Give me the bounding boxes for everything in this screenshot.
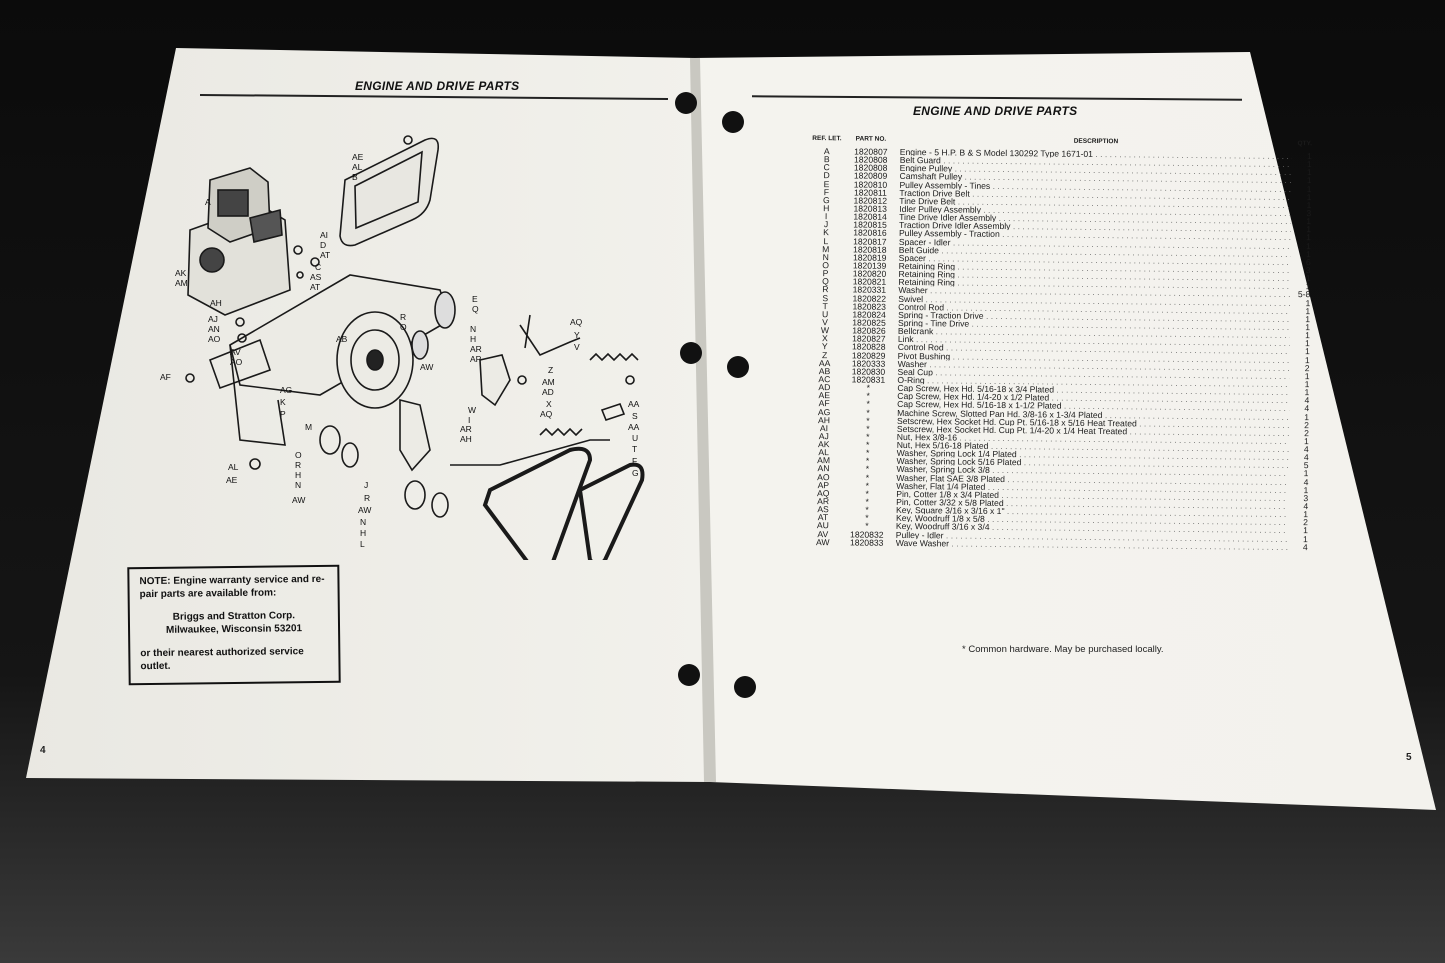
svg-text:S: S <box>632 411 638 421</box>
svg-text:U: U <box>632 433 638 443</box>
svg-text:N: N <box>470 324 476 334</box>
svg-text:F: F <box>632 456 637 466</box>
svg-text:O: O <box>400 322 407 332</box>
svg-text:AW: AW <box>358 505 371 515</box>
svg-text:AB: AB <box>336 334 348 344</box>
svg-text:Y: Y <box>574 330 580 340</box>
svg-text:AM: AM <box>175 278 188 288</box>
svg-text:AG: AG <box>280 385 292 395</box>
svg-text:AV: AV <box>230 347 241 357</box>
right-page-number: 5 <box>1406 752 1412 763</box>
svg-text:R: R <box>295 460 301 470</box>
svg-text:AM: AM <box>542 377 555 387</box>
svg-text:K: K <box>280 397 286 407</box>
svg-text:R: R <box>400 312 406 322</box>
svg-text:P: P <box>280 409 286 419</box>
svg-text:AJ: AJ <box>208 314 218 324</box>
svg-text:AE: AE <box>352 152 364 162</box>
right-page-title: ENGINE AND DRIVE PARTS <box>913 104 1078 118</box>
svg-text:AT: AT <box>310 282 320 292</box>
svg-text:AE: AE <box>226 475 238 485</box>
svg-text:AK: AK <box>175 268 187 278</box>
footnote: * Common hardware. May be purchased loca… <box>962 644 1164 655</box>
col-qty-header: QTY. <box>1297 140 1312 148</box>
svg-text:H: H <box>360 528 366 538</box>
svg-text:AQ: AQ <box>540 409 553 419</box>
svg-text:AH: AH <box>460 434 472 444</box>
binder-hole <box>678 664 700 686</box>
svg-text:AL: AL <box>228 462 239 472</box>
warranty-note: NOTE: Engine warranty service and re- pa… <box>127 564 341 686</box>
left-page-title: ENGINE AND DRIVE PARTS <box>355 79 520 93</box>
note-line-2: pair parts are available from: <box>139 587 277 601</box>
svg-text:AA: AA <box>628 399 640 409</box>
svg-text:AR: AR <box>460 424 472 434</box>
cell-qty: 4 <box>1302 541 1308 552</box>
svg-text:T: T <box>632 444 637 454</box>
binder-hole <box>675 92 697 114</box>
svg-text:AO: AO <box>208 334 221 344</box>
binder-hole <box>680 342 702 364</box>
note-line-3: or their nearest authorized service <box>140 646 304 660</box>
svg-text:Z: Z <box>548 365 553 375</box>
left-page-number: 4 <box>40 745 46 756</box>
svg-text:W: W <box>468 405 476 415</box>
svg-text:H: H <box>295 470 301 480</box>
svg-text:C: C <box>315 262 321 272</box>
svg-text:G: G <box>632 468 639 478</box>
col-part-header: PART NO. <box>855 135 887 143</box>
svg-text:AW: AW <box>292 495 305 505</box>
svg-text:N: N <box>295 480 301 490</box>
svg-text:H: H <box>470 334 476 344</box>
svg-text:O: O <box>295 450 302 460</box>
svg-text:AI: AI <box>320 230 328 240</box>
svg-text:I: I <box>468 415 470 425</box>
svg-text:X: X <box>546 399 552 409</box>
svg-text:E: E <box>472 294 478 304</box>
svg-text:M: M <box>305 422 312 432</box>
svg-text:Q: Q <box>472 304 479 314</box>
note-address: Milwaukee, Wisconsin 53201 <box>165 623 303 636</box>
svg-text:AL: AL <box>352 162 363 172</box>
svg-text:R: R <box>364 493 370 503</box>
binder-hole <box>734 676 756 698</box>
svg-text:J: J <box>364 480 368 490</box>
note-line-4: outlet. <box>140 660 171 673</box>
svg-text:AR: AR <box>470 344 482 354</box>
svg-text:AO: AO <box>230 357 243 367</box>
svg-text:AP: AP <box>470 354 482 364</box>
svg-text:AQ: AQ <box>570 317 583 327</box>
cell-ref: AW <box>815 536 830 547</box>
svg-text:V: V <box>574 342 580 352</box>
svg-text:AF: AF <box>160 372 171 382</box>
binder-hole <box>722 111 744 133</box>
svg-text:D: D <box>320 240 326 250</box>
svg-text:AS: AS <box>310 272 322 282</box>
note-line-1: NOTE: Engine warranty service and re- <box>139 573 325 588</box>
cell-part: 1820833 <box>849 537 884 548</box>
svg-text:AW: AW <box>420 362 433 372</box>
svg-text:AH: AH <box>210 298 222 308</box>
svg-text:A: A <box>205 197 211 207</box>
binder-hole <box>727 356 749 378</box>
svg-text:AD: AD <box>542 387 554 397</box>
svg-text:B: B <box>352 172 358 182</box>
col-ref-header: REF. LET. <box>812 135 842 143</box>
svg-text:AA: AA <box>628 422 640 432</box>
svg-text:N: N <box>360 517 366 527</box>
svg-text:AN: AN <box>208 324 220 334</box>
svg-text:L: L <box>360 539 365 549</box>
svg-text:AT: AT <box>320 250 330 260</box>
